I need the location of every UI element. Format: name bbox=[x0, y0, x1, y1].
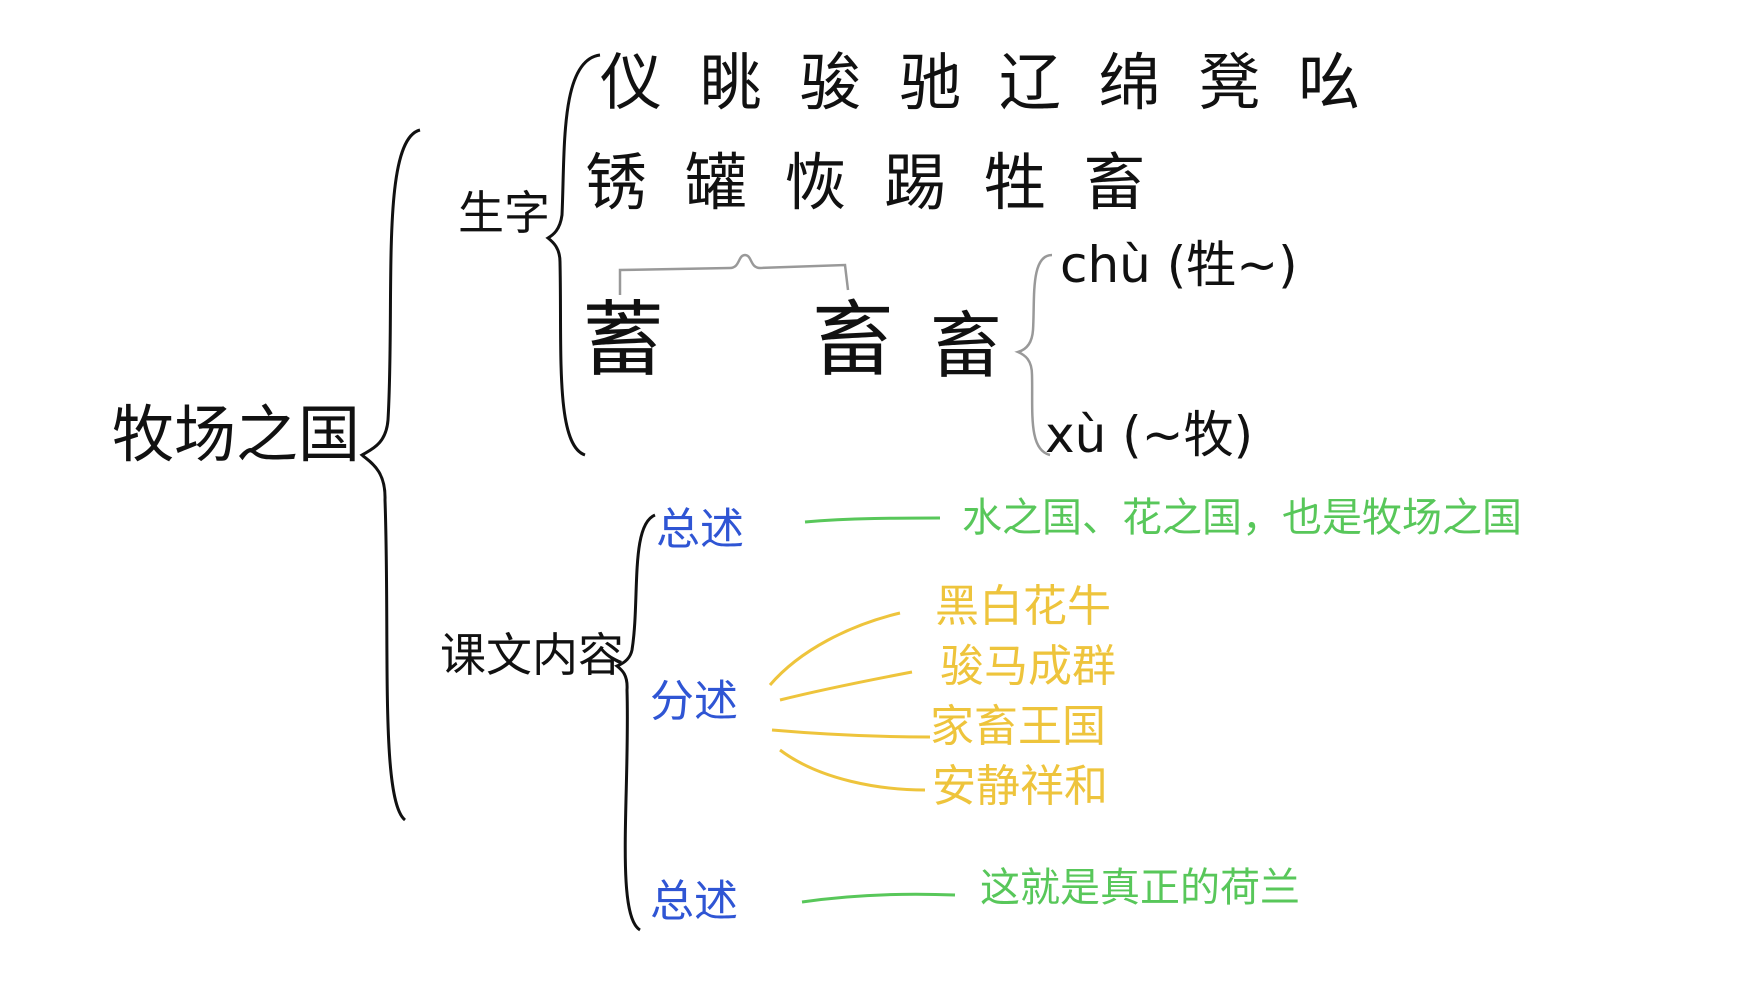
new-chars-row-2: 锈 罐 恢 踢 牲 畜 bbox=[585, 146, 1146, 219]
pronunciation-2: xù (~牧) bbox=[1045, 406, 1254, 464]
section-details: 分述 bbox=[650, 676, 738, 727]
compare-char-1: 蓄 bbox=[582, 293, 665, 388]
summary-line-1 bbox=[804, 516, 941, 524]
summary-text-2: 这就是真正的荷兰 bbox=[980, 865, 1300, 911]
root-brace bbox=[359, 128, 421, 822]
detail-line-3 bbox=[771, 728, 931, 739]
section-summary-2: 总述 bbox=[650, 876, 738, 927]
detail-line-2 bbox=[779, 670, 913, 702]
detail-line-4 bbox=[779, 748, 926, 792]
new-chars-label: 生字 bbox=[458, 186, 550, 240]
detail-item-2: 骏马成群 bbox=[940, 641, 1116, 692]
summary-text-1: 水之国、花之国，也是牧场之国 bbox=[962, 495, 1522, 541]
detail-item-4: 安静祥和 bbox=[932, 761, 1108, 812]
compare-char-2: 畜 bbox=[812, 293, 895, 388]
section-summary-1: 总述 bbox=[656, 504, 744, 555]
detail-item-3: 家畜王国 bbox=[930, 701, 1106, 752]
content-brace bbox=[614, 513, 656, 932]
pronunciation-brace bbox=[1014, 253, 1053, 457]
compare-char-3: 畜 bbox=[930, 304, 1003, 388]
detail-item-1: 黑白花牛 bbox=[935, 581, 1111, 632]
new-chars-brace bbox=[545, 53, 601, 457]
compare-bracket bbox=[618, 253, 850, 295]
summary-line-2 bbox=[801, 892, 956, 904]
detail-line-1 bbox=[768, 611, 901, 686]
pronunciation-1: chù (牲~) bbox=[1060, 236, 1298, 294]
root-label: 牧场之国 bbox=[112, 398, 361, 471]
content-label: 课文内容 bbox=[440, 628, 624, 682]
new-chars-row-1: 仪 眺 骏 驰 辽 绵 凳 吆 bbox=[600, 46, 1360, 119]
